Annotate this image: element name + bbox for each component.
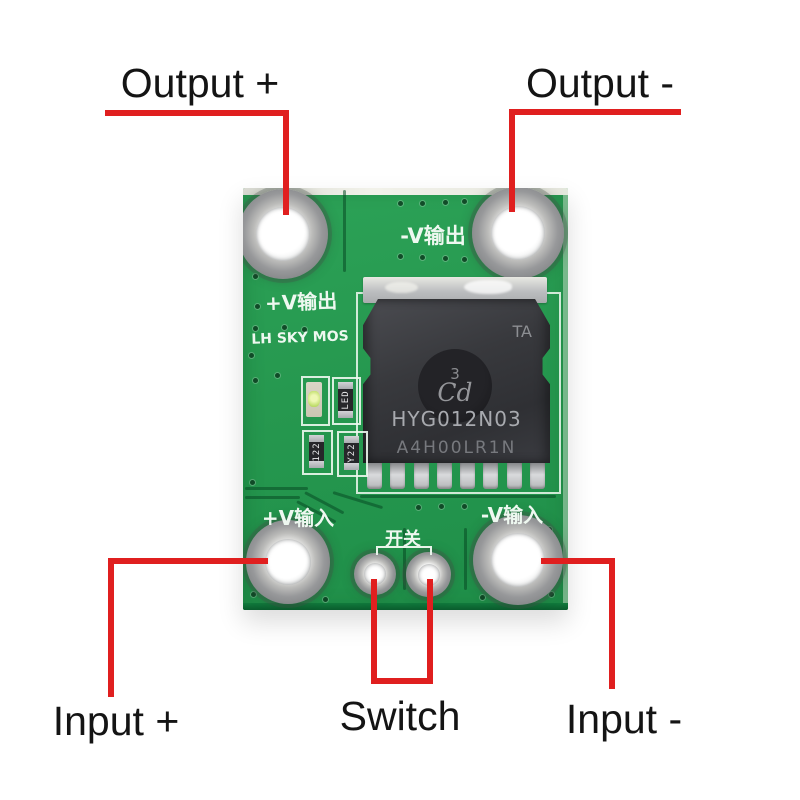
- via-dot: [250, 480, 255, 485]
- label-output-minus: Output -: [525, 60, 675, 106]
- via-dot: [255, 304, 260, 309]
- chip-metal-tab: [363, 277, 547, 303]
- smd-resistor-y22: Y22: [344, 436, 359, 470]
- copper-trace: [343, 190, 346, 272]
- chip-pin-8: [529, 463, 545, 489]
- pad-hole: [256, 207, 310, 261]
- via-dot: [275, 373, 280, 378]
- via-dot: [462, 257, 467, 262]
- smd-resistor-led: LED: [338, 382, 353, 418]
- chip-pin-3: [413, 463, 429, 489]
- via-dot: [420, 255, 425, 260]
- pad-hole: [491, 533, 545, 587]
- via-dot: [443, 256, 448, 261]
- via-dot: [549, 592, 554, 597]
- pad-hole: [418, 564, 440, 586]
- leader-input-minus-h: [541, 558, 615, 564]
- label-input-minus: Input -: [565, 696, 683, 742]
- label-input-plus: Input +: [52, 698, 180, 744]
- leader-switch-bottom-h: [371, 678, 433, 684]
- silkscreen-switch: 开关: [385, 529, 421, 550]
- leader-input-minus-v: [609, 558, 615, 689]
- smd-resistor-outline: Y22: [337, 431, 368, 477]
- leader-input-plus-v: [108, 558, 114, 697]
- chip-pin-7: [506, 463, 522, 489]
- silkscreen-v-in-pos: +V输入: [261, 506, 335, 530]
- via-dot: [398, 201, 403, 206]
- via-dot: [249, 353, 254, 358]
- resistor-marking: 122: [311, 441, 322, 462]
- leader-switch-right-v: [427, 579, 433, 684]
- via-dot: [398, 254, 403, 259]
- switch-pad-left: [354, 553, 396, 595]
- leader-switch-left-v: [371, 579, 377, 684]
- mosfet-chip-body: TA 3 Cd HYG012N03 A4H00LR1N: [363, 299, 550, 463]
- copper-trace: [360, 495, 556, 498]
- via-dot: [282, 325, 287, 330]
- board-right-edge: [563, 188, 568, 610]
- chip-logo-circle: 3 Cd: [418, 349, 492, 423]
- copper-trace: [245, 487, 308, 490]
- chip-pin-4: [436, 463, 452, 489]
- board-bottom-edge: [243, 603, 568, 610]
- pad-hole: [265, 539, 311, 585]
- chip-pins: [367, 463, 545, 490]
- chip-logo: Cd: [437, 378, 473, 407]
- via-dot: [480, 595, 485, 600]
- pad-hole: [364, 563, 386, 585]
- pad-hole: [491, 206, 545, 260]
- green-led: [306, 382, 322, 417]
- silkscreen-v-out-pos: +V输出: [264, 288, 338, 316]
- via-dot: [416, 505, 421, 510]
- smd-resistor-outline: LED: [332, 377, 361, 425]
- chip-corner-mark: TA: [512, 322, 532, 341]
- label-output-plus: Output +: [120, 60, 280, 106]
- silkscreen-v-in-neg: -V输入: [480, 503, 544, 527]
- label-switch: Switch: [339, 693, 461, 739]
- copper-trace: [245, 496, 300, 499]
- switch-bracket: [376, 546, 432, 555]
- pad-output-minus: [472, 188, 564, 279]
- resistor-marking: LED: [340, 390, 351, 410]
- via-dot: [302, 327, 307, 332]
- board-top-edge: [243, 188, 568, 195]
- chip-pin-5: [460, 463, 476, 489]
- chip-pin-2: [390, 463, 406, 489]
- pcb-board: -V输出 +V输出 LH SKY MOS +V输入 -V输入 开关 TA 3 C…: [243, 188, 568, 610]
- via-dot: [420, 201, 425, 206]
- smd-resistor-outline: 122: [302, 430, 333, 475]
- via-dot: [439, 504, 444, 509]
- smd-resistor-122: 122: [309, 435, 324, 468]
- chip-part-number: HYG012N03: [391, 407, 522, 431]
- via-dot: [253, 274, 258, 279]
- chip-pin-6: [483, 463, 499, 489]
- via-dot: [253, 378, 258, 383]
- via-dot: [443, 200, 448, 205]
- via-dot: [251, 592, 256, 597]
- copper-trace: [403, 528, 406, 590]
- copper-trace: [464, 528, 467, 590]
- via-dot: [462, 199, 467, 204]
- smd-led-outline: [301, 376, 330, 426]
- silkscreen-v-out-neg: -V输出: [400, 224, 466, 248]
- leader-output-plus-h: [105, 110, 289, 116]
- chip-lot-code: A4H00LR1N: [396, 438, 517, 458]
- leader-output-minus-h: [509, 109, 681, 115]
- via-dot: [462, 504, 467, 509]
- chip-pin-1: [367, 463, 382, 489]
- leader-input-plus-h: [108, 558, 268, 564]
- resistor-marking: Y22: [346, 443, 357, 463]
- via-dot: [323, 597, 328, 602]
- silkscreen-brand: LH SKY MOS: [251, 328, 349, 348]
- via-dot: [253, 326, 258, 331]
- leader-output-minus-v: [509, 109, 515, 212]
- leader-output-plus-v: [283, 110, 289, 215]
- chip-logo-top: 3: [450, 365, 460, 383]
